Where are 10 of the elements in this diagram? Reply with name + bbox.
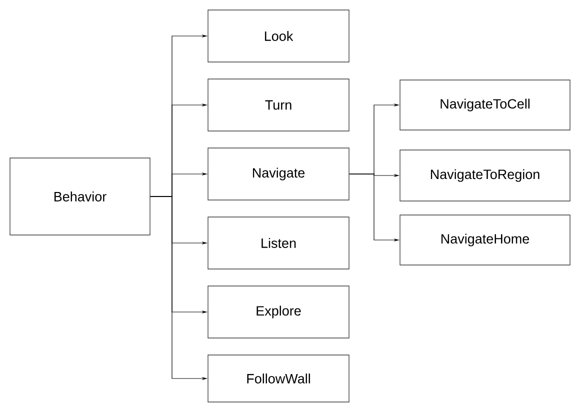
- process-box: NavigateToRegion: [400, 150, 570, 202]
- process-box: Look: [208, 10, 350, 62]
- process-box: FollowWall: [208, 354, 350, 402]
- process-box: Listen: [208, 216, 350, 270]
- process-box: Navigate: [208, 148, 350, 200]
- process-box: Turn: [208, 78, 350, 132]
- process-box: Explore: [208, 286, 350, 338]
- process-box: NavigateHome: [400, 214, 570, 266]
- process-box: Behavior: [10, 158, 150, 236]
- process-box: NavigateToCell: [400, 80, 570, 130]
